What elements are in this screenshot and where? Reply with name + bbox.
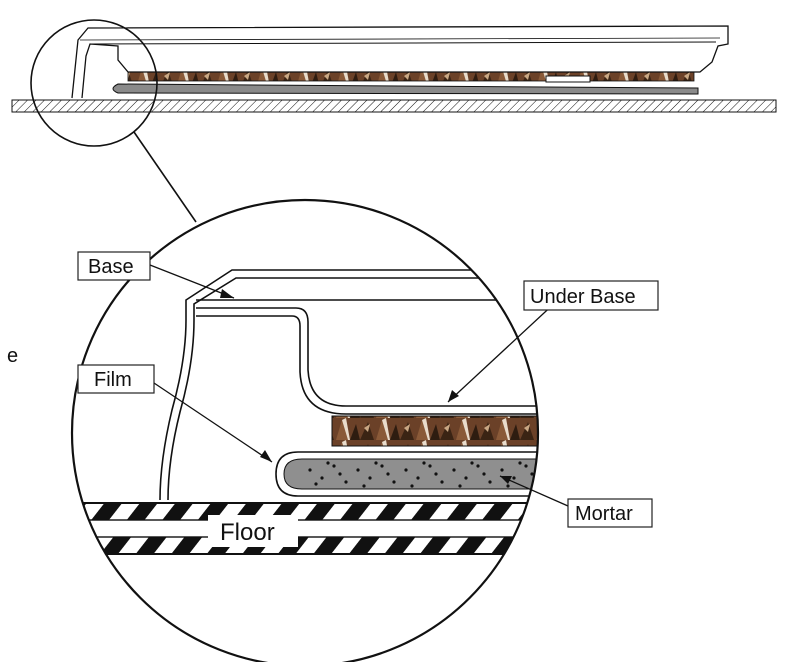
floor-layer-bottom (72, 536, 538, 555)
overview-drawing (11, 25, 777, 113)
detail-tile-block (331, 415, 538, 447)
floor-layer-top (72, 502, 538, 521)
mortar-dots (308, 461, 534, 488)
label-mortar: Mortar (567, 498, 653, 528)
detail-base-tray (159, 269, 538, 501)
svg-text:Under Base: Under Base (530, 286, 636, 308)
label-base: Base (77, 251, 151, 281)
svg-text:Mortar: Mortar (575, 503, 633, 525)
leader-lines (149, 264, 569, 507)
overview-film (112, 83, 699, 95)
svg-text:Film: Film (94, 369, 132, 391)
detail-view (72, 269, 538, 555)
label-floor: Floor (208, 515, 298, 547)
detail-under-base (196, 307, 538, 407)
svg-text:Floor: Floor (220, 519, 275, 546)
callout-connector (133, 131, 197, 223)
detail-circle (70, 198, 540, 662)
overview-floor (11, 99, 777, 113)
label-under-base: Under Base (523, 280, 659, 311)
svg-text:Base: Base (88, 256, 134, 278)
side-text-fragment: e (7, 345, 18, 367)
detail-callout-circle (30, 19, 158, 147)
label-film: Film (77, 364, 155, 394)
